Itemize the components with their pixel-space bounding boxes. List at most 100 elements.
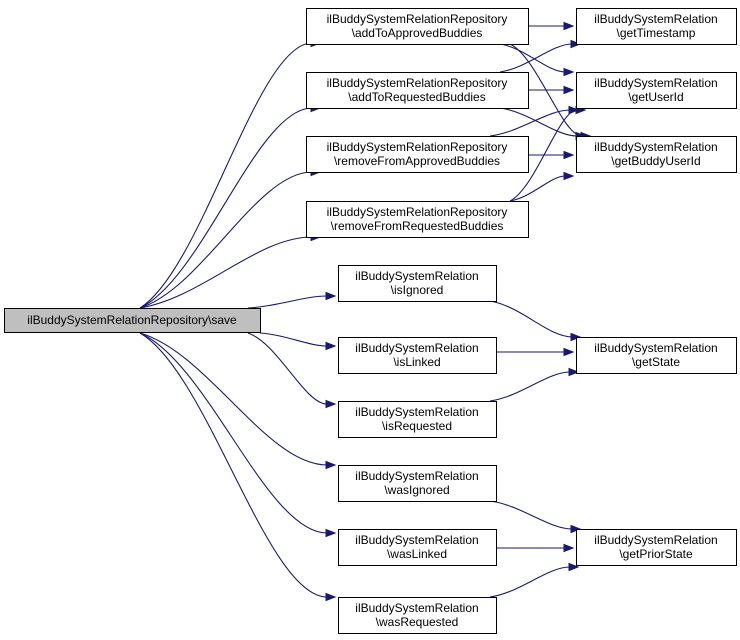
edge-save-to-isIgnored-arrowhead [325, 291, 337, 301]
node-box [338, 265, 497, 302]
node-isRequested[interactable]: ilBuddySystemRelation\isRequested [338, 401, 497, 438]
edge-isRequested-to-getState [489, 371, 571, 402]
edge-addRequested-to-getUserId-arrowhead [563, 85, 575, 95]
node-box [338, 529, 497, 566]
node-remApproved[interactable]: ilBuddySystemRelationRepository\removeFr… [306, 136, 529, 173]
node-box [576, 8, 737, 45]
node-label-line: ilBuddySystemRelationRepository [327, 76, 508, 90]
node-getUserId[interactable]: ilBuddySystemRelation\getUserId [576, 72, 737, 109]
node-isIgnored[interactable]: ilBuddySystemRelation\isIgnored [338, 265, 497, 302]
edge-save-to-wasIgnored-arrowhead [325, 460, 337, 470]
edge-addApproved-to-getBuddyUserId [509, 43, 583, 137]
edge-wasIgnored-to-getPriorState [489, 500, 573, 530]
node-label-line: ilBuddySystemRelation [594, 76, 717, 90]
edge-save-to-wasRequested [139, 332, 328, 598]
node-box [4, 308, 261, 333]
edge-save-to-addRequested [139, 107, 313, 309]
node-label-line: \wasLinked [387, 547, 447, 561]
node-box [338, 465, 497, 502]
edge-save-to-isLinked-arrowhead [325, 341, 337, 351]
node-label-line: ilBuddySystemRelationRepository [327, 12, 508, 26]
node-box [306, 8, 529, 45]
node-wasIgnored[interactable]: ilBuddySystemRelation\wasIgnored [338, 465, 497, 502]
node-label-line: ilBuddySystemRelation [594, 341, 717, 355]
node-label-line: \addToApprovedBuddies [352, 26, 483, 40]
node-label-line: \isRequested [382, 419, 452, 433]
node-label-line: \isIgnored [391, 283, 444, 297]
edge-wasRequested-to-getPriorState [489, 566, 571, 598]
edge-save-to-remApproved [139, 171, 313, 309]
node-label-line: \getState [632, 355, 680, 369]
node-label-line: ilBuddySystemRelation [355, 405, 478, 419]
node-label-line: ilBuddySystemRelationRepository [327, 205, 508, 219]
edge-remApproved-to-getUserId [489, 109, 571, 137]
edge-wasLinked-to-getPriorState-arrowhead [563, 543, 575, 553]
edge-save-to-isLinked [259, 332, 328, 347]
node-wasLinked[interactable]: ilBuddySystemRelation\wasLinked [338, 529, 497, 566]
node-save[interactable]: ilBuddySystemRelationRepository\save [4, 308, 261, 333]
node-addRequested[interactable]: ilBuddySystemRelationRepository\addToReq… [306, 72, 529, 109]
node-box [306, 72, 529, 109]
node-getState[interactable]: ilBuddySystemRelation\getState [576, 337, 737, 374]
node-label-line: ilBuddySystemRelationRepository [327, 140, 508, 154]
node-box [306, 201, 529, 238]
node-box [306, 136, 529, 173]
node-getBuddyUserId[interactable]: ilBuddySystemRelation\getBuddyUserId [576, 136, 737, 173]
edge-remRequested-to-getUserId [509, 109, 578, 202]
edge-save-to-isIgnored [247, 295, 328, 309]
edge-save-to-addApproved [139, 42, 313, 309]
node-box [576, 72, 737, 109]
node-label-line: \removeFromApprovedBuddies [334, 154, 500, 168]
edge-save-to-isRequested [247, 332, 328, 405]
edge-isLinked-to-getState-arrowhead [563, 347, 575, 357]
node-remRequested[interactable]: ilBuddySystemRelationRepository\removeFr… [306, 201, 529, 238]
edge-save-to-isRequested-arrowhead [325, 399, 337, 409]
edge-save-to-wasIgnored [139, 332, 328, 466]
edge-remApproved-to-getBuddyUserId-arrowhead [563, 150, 575, 160]
node-label-line: ilBuddySystemRelation [594, 533, 717, 547]
node-label-line: ilBuddySystemRelation [594, 140, 717, 154]
node-label-line: \addToRequestedBuddies [348, 90, 485, 104]
node-getPriorState[interactable]: ilBuddySystemRelation\getPriorState [576, 529, 737, 566]
node-box [576, 136, 737, 173]
edge-wasRequested-to-getPriorState-arrowhead [568, 562, 580, 572]
edge-addRequested-to-getBuddyUserId [499, 107, 578, 137]
edge-isIgnored-to-getState [489, 300, 573, 338]
node-label-line: ilBuddySystemRelation [355, 469, 478, 483]
node-label-line: ilBuddySystemRelation [355, 341, 478, 355]
node-label-line: ilBuddySystemRelation [355, 533, 478, 547]
node-label-line: \isLinked [393, 355, 440, 369]
edge-wasIgnored-to-getPriorState-arrowhead [570, 524, 582, 534]
node-box [338, 597, 497, 634]
node-isLinked[interactable]: ilBuddySystemRelation\isLinked [338, 337, 497, 374]
node-label-line: \getPriorState [619, 547, 693, 561]
edge-save-to-wasLinked-arrowhead [325, 528, 337, 538]
node-label-line: \getUserId [628, 90, 683, 104]
node-label-line: ilBuddySystemRelation [355, 601, 478, 615]
nodes-layer: ilBuddySystemRelationRepository\save ilBu… [4, 8, 737, 634]
node-label-line: \removeFromRequestedBuddies [331, 219, 504, 233]
node-label-line: \getBuddyUserId [611, 154, 700, 168]
node-box [338, 337, 497, 374]
edge-addApproved-to-getUserId-arrowhead [563, 67, 575, 77]
edge-save-to-wasLinked [139, 332, 328, 534]
edge-addRequested-to-getTimestamp-arrowhead [570, 39, 582, 49]
edge-save-to-remRequested [139, 236, 313, 309]
edge-save-to-wasRequested-arrowhead [325, 592, 337, 602]
node-box [576, 529, 737, 566]
edge-remRequested-to-getBuddyUserId-arrowhead [563, 171, 575, 181]
node-getTimestamp[interactable]: ilBuddySystemRelation\getTimestamp [576, 8, 737, 45]
node-label-line: \wasRequested [376, 615, 459, 629]
edge-addRequested-to-getTimestamp [499, 43, 573, 73]
node-label-line: ilBuddySystemRelationRepository\save [27, 313, 237, 327]
node-addApproved[interactable]: ilBuddySystemRelationRepository\addToApp… [306, 8, 529, 45]
node-label-line: ilBuddySystemRelation [355, 269, 478, 283]
node-box [338, 401, 497, 438]
node-box [576, 337, 737, 374]
node-label-line: \getTimestamp [617, 26, 696, 40]
node-wasRequested[interactable]: ilBuddySystemRelation\wasRequested [338, 597, 497, 634]
edge-remRequested-to-getBuddyUserId [509, 175, 566, 202]
edge-isRequested-to-getState-arrowhead [568, 367, 580, 377]
edge-addApproved-to-getUserId [499, 43, 566, 73]
